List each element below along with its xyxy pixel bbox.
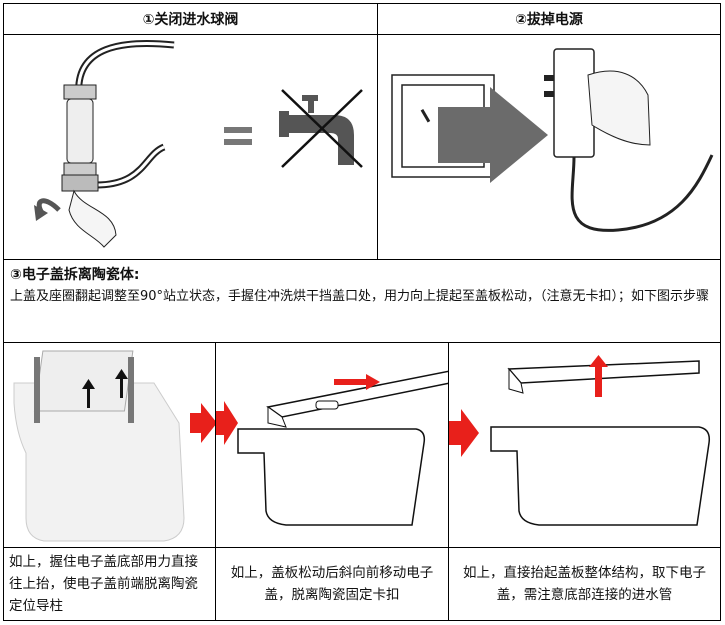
- step2-title: ②拔掉电源: [377, 3, 721, 35]
- caption-2: 如上，盖板松动后斜向前移动电子盖，脱离陶瓷固定卡扣: [215, 547, 449, 621]
- substep3-illustration: [448, 342, 721, 548]
- step3-description: 上盖及座圈翻起调整至90°站立状态，手握住冲洗烘干挡盖口处，用力向上提起至盖板松…: [10, 289, 710, 304]
- caption-1: 如上，握住电子盖底部用力直接往上抬，使电子盖前端脱离陶瓷定位导柱: [3, 547, 216, 621]
- step3-title: ③电子盖拆离陶瓷体:: [10, 267, 140, 283]
- step2-illustration: [377, 34, 721, 260]
- substep2-illustration: [215, 342, 450, 548]
- caption-3: 如上，直接抬起盖板整体结构，取下电子盖，需注意底部连接的进水管: [448, 547, 721, 621]
- step1-illustration: [3, 34, 378, 260]
- step1-title: ①关闭进水球阀: [3, 3, 378, 35]
- step3-section: ③电子盖拆离陶瓷体: 上盖及座圈翻起调整至90°站立状态，手握住冲洗烘干挡盖口处…: [3, 259, 721, 343]
- substep1-illustration: [3, 342, 217, 548]
